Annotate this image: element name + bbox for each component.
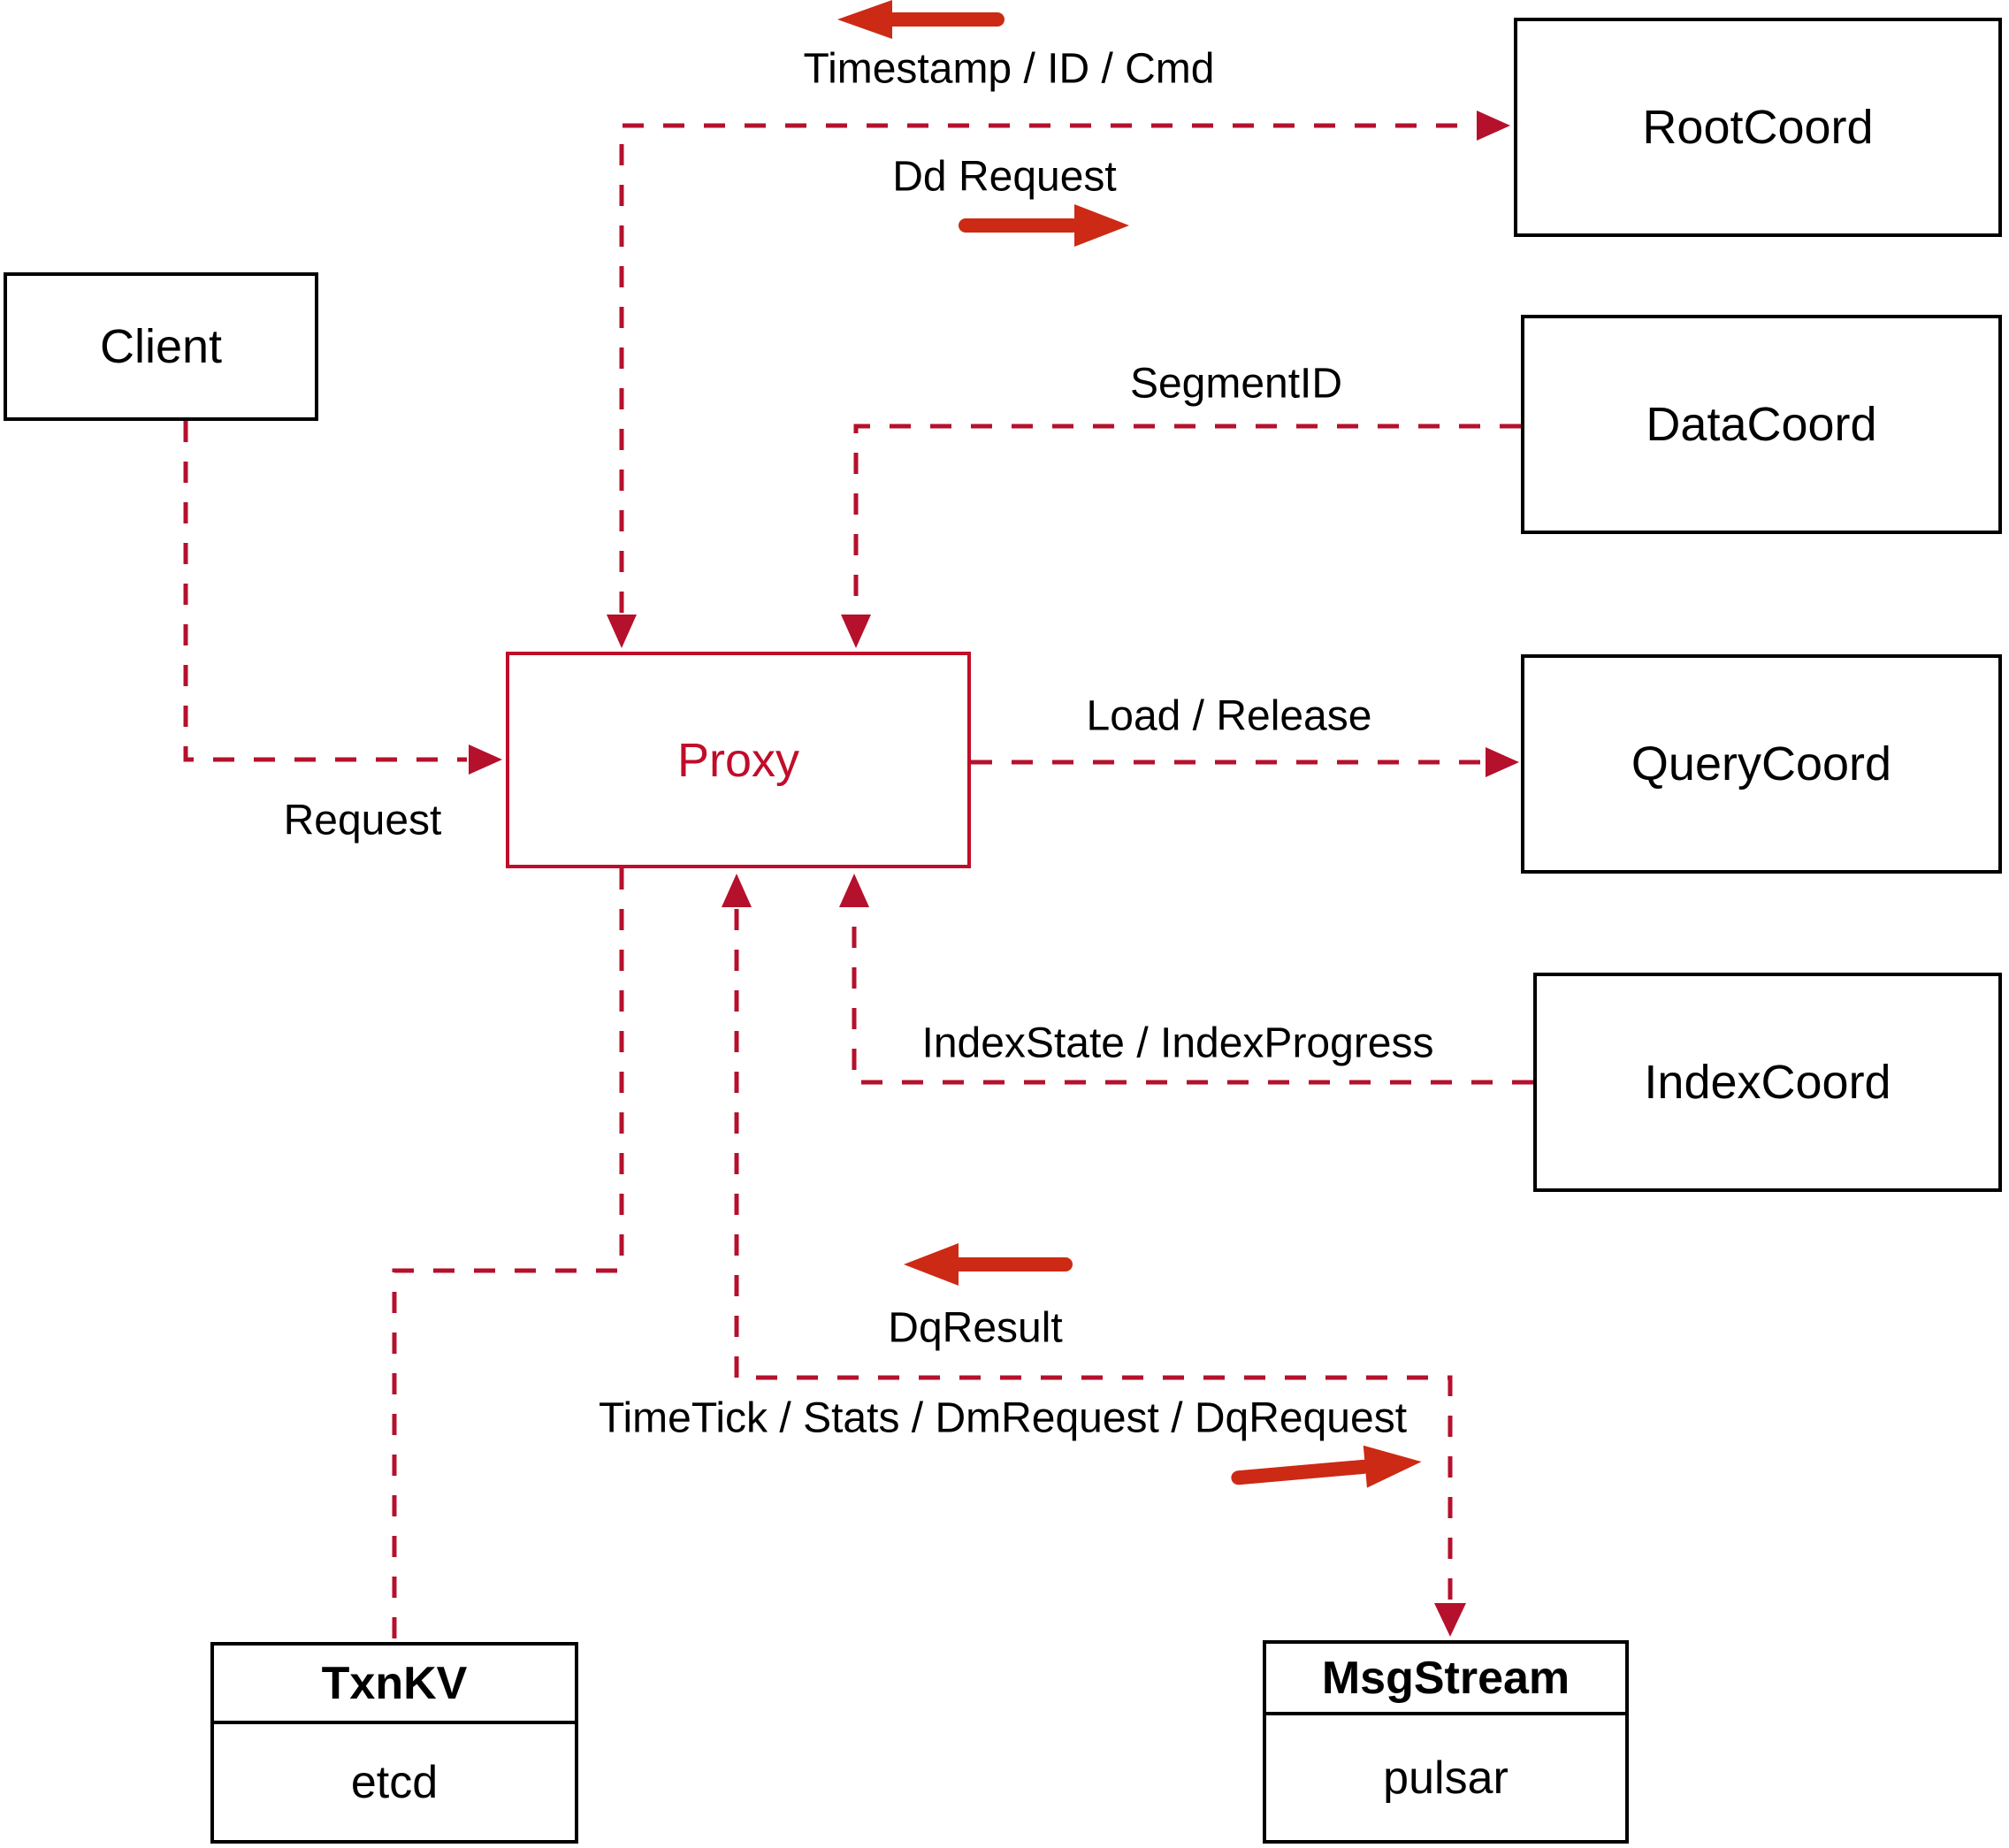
edge-label-dd-request: Dd Request xyxy=(892,153,1117,201)
node-querycoord: QueryCoord xyxy=(1521,654,2002,874)
node-proxy-label: Proxy xyxy=(676,733,800,787)
node-txnkv-impl: etcd xyxy=(350,1756,439,1808)
left-arrow-icon-timestamp xyxy=(837,0,1004,39)
edge-label-dq-result: DqResult xyxy=(888,1304,1063,1352)
node-msgstream: MsgStream pulsar xyxy=(1263,1640,1629,1844)
node-rootcoord: RootCoord xyxy=(1514,18,2002,237)
arrowhead-into-rootcoord xyxy=(1477,111,1510,141)
node-txnkv: TxnKV etcd xyxy=(210,1642,578,1844)
edge-proxy-msgstream xyxy=(734,909,1453,1600)
edge-proxy-txnkv xyxy=(392,868,624,1642)
node-msgstream-impl: pulsar xyxy=(1383,1752,1509,1804)
arrowhead-into-proxy-bottom-right xyxy=(839,874,869,907)
arrowhead-into-proxy-top-left xyxy=(607,615,637,648)
arrowhead-into-proxy-left xyxy=(469,745,502,775)
edge-datacoord-proxy xyxy=(853,424,1521,613)
node-datacoord: DataCoord xyxy=(1521,315,2002,534)
node-proxy: Proxy xyxy=(506,652,971,868)
arrowhead-into-proxy-bottom-left xyxy=(722,874,752,907)
left-arrow-icon-dqresult xyxy=(904,1243,1073,1286)
node-txnkv-title: TxnKV xyxy=(214,1646,575,1724)
edge-label-timetick: TimeTick / Stats / DmRequest / DqRequest xyxy=(598,1394,1408,1442)
edge-label-segment-id: SegmentID xyxy=(1129,360,1343,408)
edge-label-request: Request xyxy=(283,797,442,844)
edge-label-load-release: Load / Release xyxy=(1086,692,1372,740)
arrowhead-into-querycoord xyxy=(1486,747,1519,777)
node-msgstream-title: MsgStream xyxy=(1266,1644,1625,1715)
edge-client-proxy xyxy=(183,421,467,762)
edge-label-index-state: IndexState / IndexProgress xyxy=(921,1019,1434,1067)
edge-label-timestamp: Timestamp / ID / Cmd xyxy=(803,45,1215,93)
arrowhead-into-proxy-top-right xyxy=(841,615,871,648)
right-arrow-icon-dqrequest xyxy=(1231,1445,1422,1488)
node-client-label: Client xyxy=(99,320,223,373)
node-client: Client xyxy=(4,272,318,421)
arrowhead-into-msgstream xyxy=(1434,1603,1466,1637)
node-datacoord-label: DataCoord xyxy=(1646,398,1877,451)
node-indexcoord: IndexCoord xyxy=(1533,973,2002,1192)
node-rootcoord-label: RootCoord xyxy=(1642,101,1874,154)
node-querycoord-label: QueryCoord xyxy=(1631,737,1892,790)
right-arrow-icon-dd-request xyxy=(959,204,1129,247)
node-indexcoord-label: IndexCoord xyxy=(1644,1056,1891,1109)
